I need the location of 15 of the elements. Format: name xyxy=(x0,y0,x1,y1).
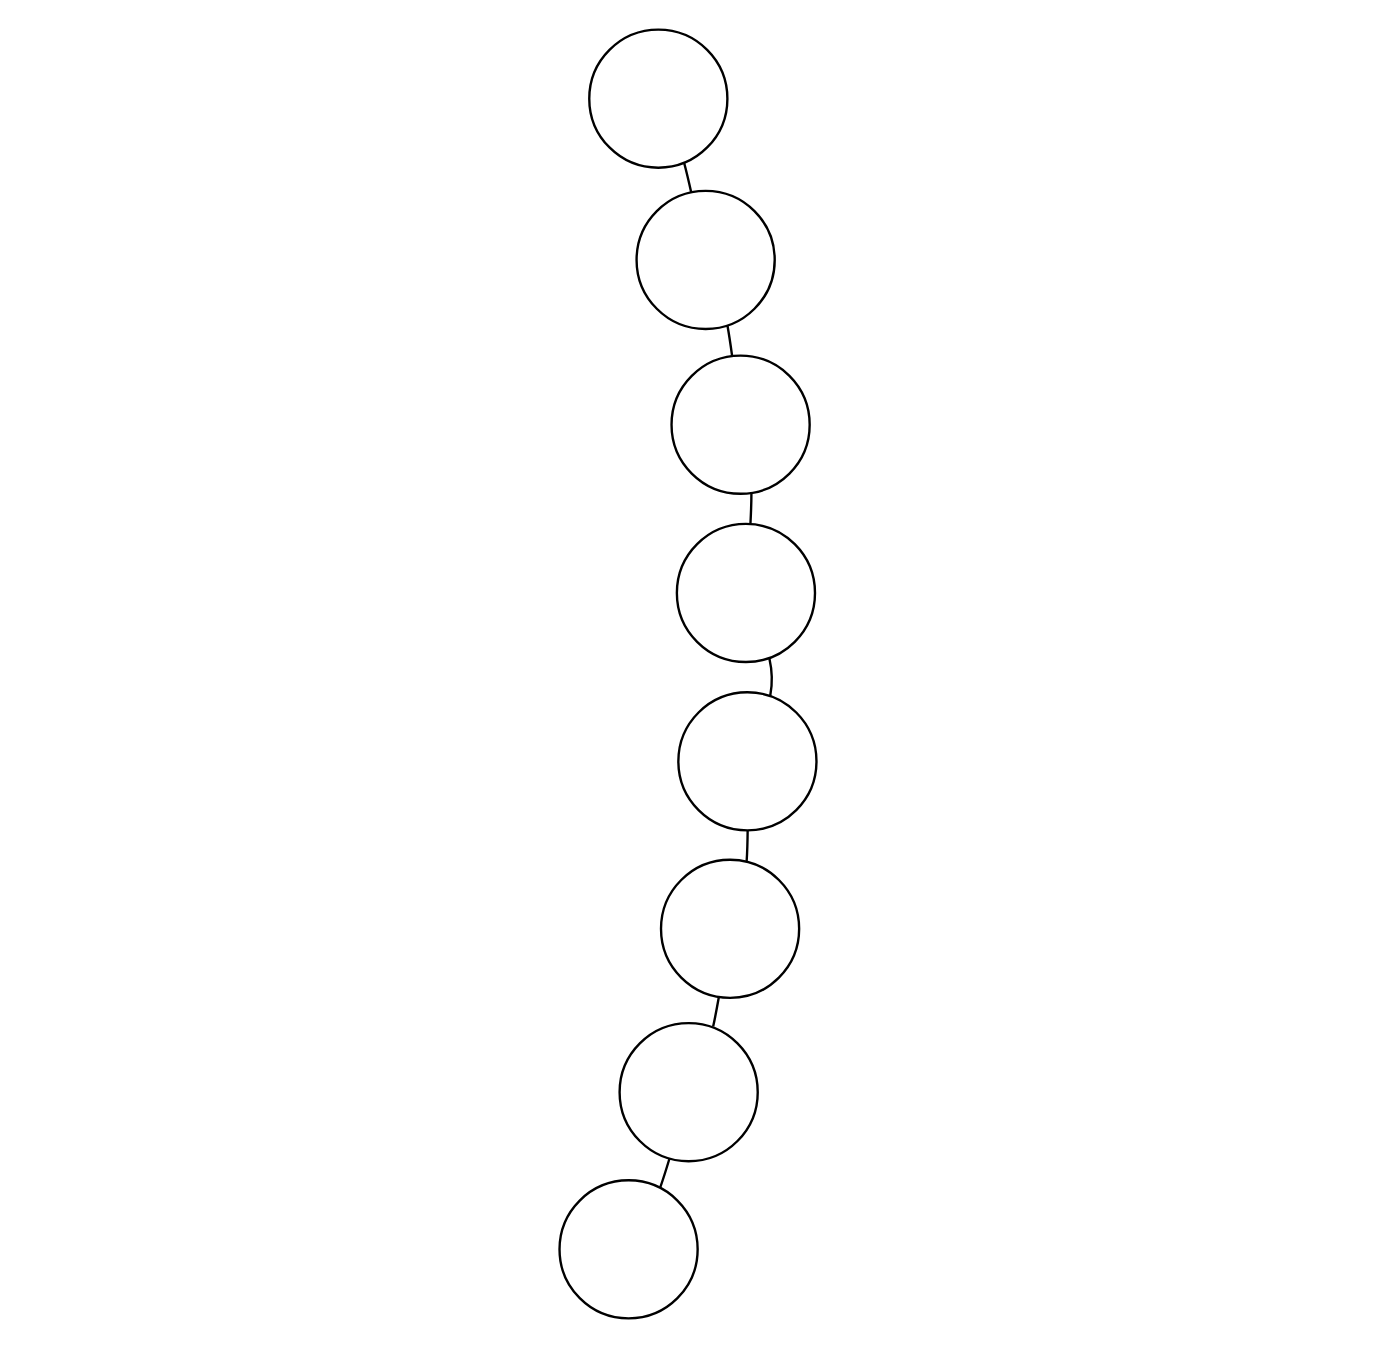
connector xyxy=(659,1158,671,1188)
node-circle xyxy=(635,189,776,331)
node-circle xyxy=(675,522,817,664)
connector xyxy=(726,325,734,357)
connector xyxy=(768,658,774,696)
connector xyxy=(683,162,693,193)
node-circle xyxy=(659,858,801,1000)
connector xyxy=(749,493,753,524)
node-circle xyxy=(618,1021,759,1163)
connector xyxy=(712,997,720,1027)
node-circle xyxy=(588,28,729,169)
node-circle xyxy=(670,354,811,495)
node-circle xyxy=(558,1179,699,1320)
node-circle xyxy=(677,691,818,832)
connector xyxy=(745,830,749,862)
